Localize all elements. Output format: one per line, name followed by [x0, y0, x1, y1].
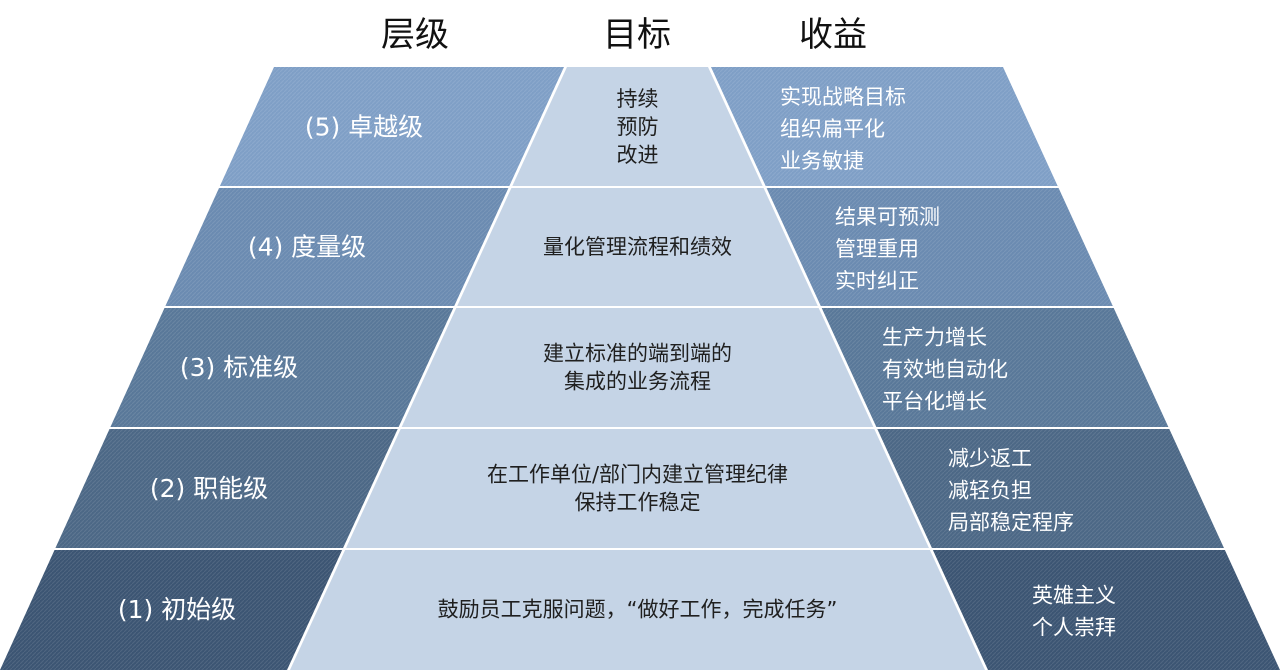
- benefit-text: 结果可预测: [835, 205, 940, 229]
- goal-segment: [512, 67, 763, 186]
- benefit-text: 减少返工: [948, 447, 1032, 471]
- level-segment-texture: [55, 429, 398, 548]
- goal-segment: [290, 550, 985, 670]
- pyramid-shapes: [0, 67, 1280, 670]
- benefit-segment-texture: [821, 308, 1169, 427]
- column-headers: 层级 目标 收益: [381, 15, 867, 55]
- goal-text: 在工作单位/部门内建立管理纪律: [487, 463, 788, 487]
- goal-text: 保持工作稳定: [575, 491, 701, 515]
- benefit-segment-texture: [877, 429, 1224, 548]
- benefit-text: 减轻负担: [948, 479, 1032, 503]
- level-label: (2) 职能级: [150, 474, 268, 503]
- benefit-segment-texture: [766, 188, 1113, 306]
- benefit-text: 有效地自动化: [882, 358, 1008, 382]
- goal-text: 建立标准的端到端的: [543, 342, 732, 366]
- goal-segment: [346, 429, 929, 548]
- goal-text: 改进: [617, 143, 659, 167]
- benefit-text: 实时纠正: [835, 269, 919, 293]
- header-level: 层级: [381, 15, 449, 55]
- goal-text: 集成的业务流程: [564, 370, 711, 394]
- level-label: (5) 卓越级: [305, 113, 423, 142]
- goal-text: 量化管理流程和绩效: [543, 235, 732, 259]
- benefit-text: 平台化增长: [882, 390, 987, 414]
- benefit-segment-texture: [711, 67, 1058, 186]
- goal-text: 鼓励员工克服问题，“做好工作，完成任务”: [438, 598, 838, 622]
- benefit-text: 局部稳定程序: [948, 511, 1074, 535]
- benefit-text: 实现战略目标: [780, 85, 906, 109]
- benefit-text: 生产力增长: [882, 326, 987, 350]
- level-segment-texture: [0, 550, 343, 670]
- goal-text: 预防: [617, 115, 659, 139]
- benefit-text: 业务敏捷: [780, 149, 864, 173]
- goal-segment: [401, 308, 874, 427]
- level-segment-texture: [110, 308, 454, 427]
- goal-segment: [457, 188, 818, 306]
- level-label: (3) 标准级: [180, 353, 298, 382]
- header-benefit: 收益: [799, 15, 867, 55]
- benefit-text: 管理重用: [835, 237, 919, 261]
- benefit-text: 组织扁平化: [780, 117, 885, 141]
- benefit-text: 英雄主义: [1032, 584, 1116, 608]
- benefit-segment-texture: [932, 550, 1280, 670]
- goal-text: 持续: [617, 87, 659, 111]
- level-label: (4) 度量级: [248, 233, 366, 262]
- benefit-text: 个人崇拜: [1032, 616, 1116, 640]
- level-segment-texture: [165, 188, 509, 306]
- level-segment-texture: [219, 67, 564, 186]
- header-goal: 目标: [603, 15, 671, 55]
- level-label: (1) 初始级: [118, 595, 236, 624]
